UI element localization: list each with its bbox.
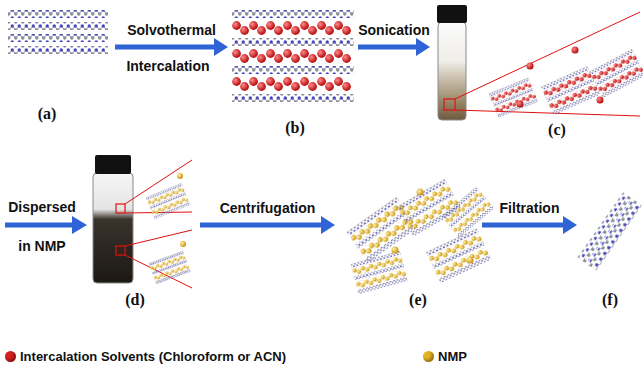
step-label: in NMP <box>18 238 65 254</box>
arrow-head <box>321 216 335 234</box>
process-stage: (a) <box>5 4 115 126</box>
process-stage: (c) <box>430 2 640 140</box>
stage-letter: (d) <box>125 291 145 309</box>
process-stage: (e) <box>335 170 482 310</box>
arrow-shaft <box>200 223 323 228</box>
process-arrow <box>5 216 87 234</box>
process-arrow <box>115 38 228 56</box>
arrow-head <box>416 38 430 56</box>
arrow-head <box>214 38 228 56</box>
step-label: Intercalation <box>126 58 209 74</box>
sonication-vial <box>437 5 643 120</box>
legend-swatch <box>423 351 434 362</box>
bulk-layers <box>8 10 108 54</box>
legend-item: NMP <box>423 349 467 364</box>
step-label: Sonication <box>358 22 430 38</box>
step-label: Solvothermal <box>127 22 216 38</box>
nmp-vial <box>93 155 192 288</box>
step-label: Dispersed <box>8 199 76 215</box>
arrow-shaft <box>115 45 216 50</box>
exfoliated-sheets <box>346 179 494 294</box>
stage-letter: (c) <box>548 121 566 139</box>
stage-letter: (b) <box>285 119 305 137</box>
process-stage: (b) <box>228 4 358 140</box>
stage-letter: (e) <box>409 291 427 309</box>
step-label: Centrifugation <box>220 200 316 216</box>
stage-letter: (f) <box>602 291 618 309</box>
legend-text: Intercalation Solvents (Chloroform or AC… <box>20 349 286 364</box>
stage-letter: (a) <box>38 105 57 123</box>
arrow-shaft <box>482 223 565 228</box>
process-stage: (d) <box>88 150 200 310</box>
arrow-head <box>563 216 577 234</box>
process-stage: (f) <box>577 170 640 310</box>
filtered-film <box>577 192 642 271</box>
intercalated-layers <box>232 10 354 102</box>
arrow-shaft <box>358 45 418 50</box>
legend-text: NMP <box>438 349 467 364</box>
legend-swatch <box>5 351 16 362</box>
step-label: Filtration <box>500 200 560 216</box>
process-arrow <box>200 216 335 234</box>
process-arrow <box>358 38 430 56</box>
legend-item: Intercalation Solvents (Chloroform or AC… <box>5 349 286 364</box>
process-arrow <box>482 216 577 234</box>
